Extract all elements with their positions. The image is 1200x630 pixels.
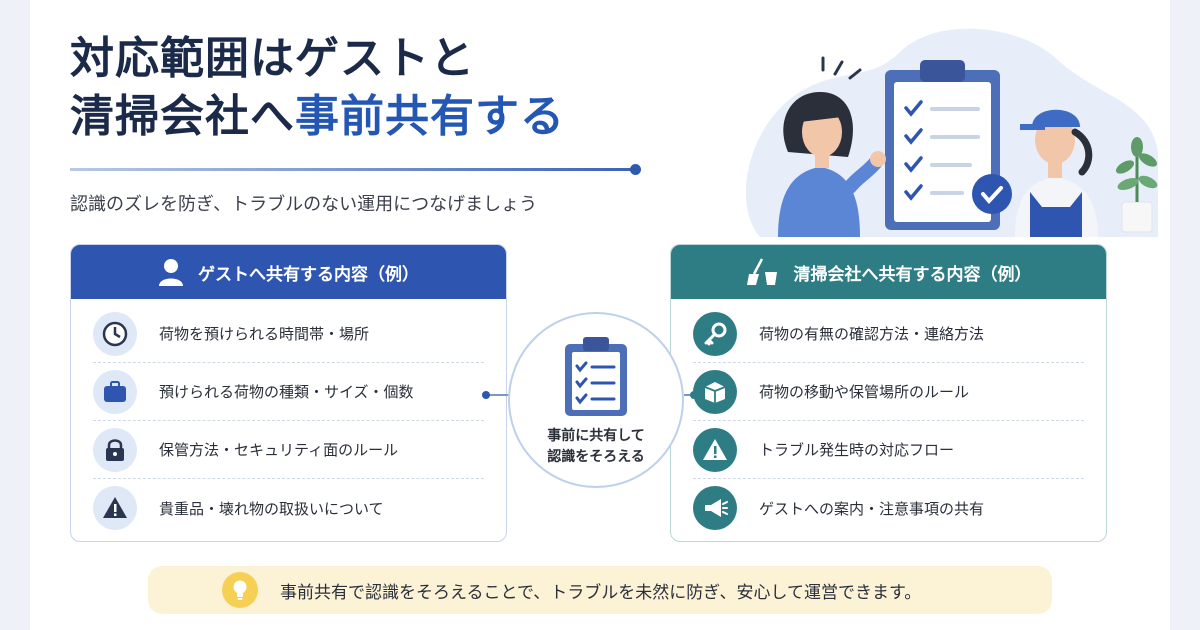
banner-text: 事前共有で認識をそろえることで、トラブルを未然に防ぎ、安心して運営できます。 [280, 582, 922, 603]
page: 対応範囲はゲストと 清掃会社へ事前共有する 認識のズレを防ぎ、トラブルのない運用… [30, 0, 1170, 630]
cleaning-item-label: 荷物の移動や保管場所のルール [759, 383, 970, 401]
guest-panel-title: ゲストへ共有する内容（例） [198, 264, 419, 285]
key-icon [693, 311, 737, 356]
cleaning-item: トラブル発生時の対応フロー [693, 421, 1084, 479]
guest-panel-header: ゲストへ共有する内容（例） [71, 245, 506, 299]
plant-icon [1115, 137, 1158, 233]
illustration-guest-and-cleaner [745, 28, 1158, 237]
broom-bucket-icon [746, 258, 777, 285]
guest-item: 荷物を預けられる時間帯・場所 [93, 305, 484, 363]
center-caption-line1: 事前に共有して [547, 428, 645, 444]
center-shared-circle: 事前に共有して 認識をそろえる [508, 312, 684, 488]
warning-icon [93, 486, 137, 530]
summary-banner: 事前共有で認識をそろえることで、トラブルを未然に防ぎ、安心して運営できます。 [148, 566, 1052, 614]
cleaning-item-label: 荷物の有無の確認方法・連絡方法 [759, 325, 985, 343]
box-icon [693, 369, 737, 414]
title-line-2: 清掃会社へ事前共有する [70, 88, 565, 146]
center-caption: 事前に共有して 認識をそろえる [531, 426, 661, 468]
cleaning-share-panel: 清掃会社へ共有する内容（例） 荷物の有無の確認方法・連絡方法 荷物の移動や保管場… [670, 244, 1107, 542]
cleaning-panel-header: 清掃会社へ共有する内容（例） [671, 245, 1106, 299]
guest-item-label: 貴重品・壊れ物の取扱いについて [159, 499, 384, 518]
cleaning-item-label: トラブル発生時の対応フロー [759, 441, 955, 459]
title-line-2-highlight: 事前共有する [295, 91, 565, 142]
lock-icon [93, 427, 137, 472]
title-line-2-plain: 清掃会社へ [70, 91, 295, 142]
guest-person-illustration [778, 92, 886, 237]
guest-item-label: 預けられる荷物の種類・サイズ・個数 [159, 383, 414, 401]
cleaning-panel-title: 清掃会社へ共有する内容（例） [793, 264, 1032, 285]
warning-icon [693, 427, 737, 472]
lightbulb-icon [222, 572, 258, 608]
person-icon [159, 259, 183, 286]
guest-item-label: 荷物を預けられる時間帯・場所 [159, 325, 370, 343]
clipboard-checklist-icon [565, 337, 627, 416]
clock-icon [93, 311, 137, 356]
right-connector [684, 391, 698, 399]
title-underline [70, 164, 641, 175]
page-title: 対応範囲はゲストと 清掃会社へ事前共有する [70, 30, 565, 146]
clipboard-icon [885, 60, 1012, 230]
cleaning-item: ゲストへの案内・注意事項の共有 [693, 479, 1084, 537]
title-underline-dot [630, 164, 641, 175]
cleaner-person-illustration [1015, 109, 1098, 237]
left-connector [482, 391, 510, 399]
center-caption-line2: 認識をそろえる [547, 449, 645, 465]
suitcase-icon [93, 369, 137, 414]
cleaning-item-label: ゲストへの案内・注意事項の共有 [759, 499, 985, 518]
title-line-1: 対応範囲はゲストと [70, 33, 475, 84]
guest-item-label: 保管方法・セキュリティ面のルール [159, 441, 399, 459]
megaphone-icon [693, 486, 737, 530]
guest-share-panel: ゲストへ共有する内容（例） 荷物を預けられる時間帯・場所 預けられる荷物の種類・… [70, 244, 507, 542]
subtitle: 認識のズレを防ぎ、トラブルのない運用につなげましょう [70, 194, 538, 215]
cleaning-item: 荷物の有無の確認方法・連絡方法 [693, 305, 1084, 363]
guest-item: 保管方法・セキュリティ面のルール [93, 421, 484, 479]
attention-lines-icon [821, 56, 862, 80]
guest-item: 貴重品・壊れ物の取扱いについて [93, 479, 484, 537]
guest-item: 預けられる荷物の種類・サイズ・個数 [93, 363, 484, 421]
cleaning-item: 荷物の移動や保管場所のルール [693, 363, 1084, 421]
